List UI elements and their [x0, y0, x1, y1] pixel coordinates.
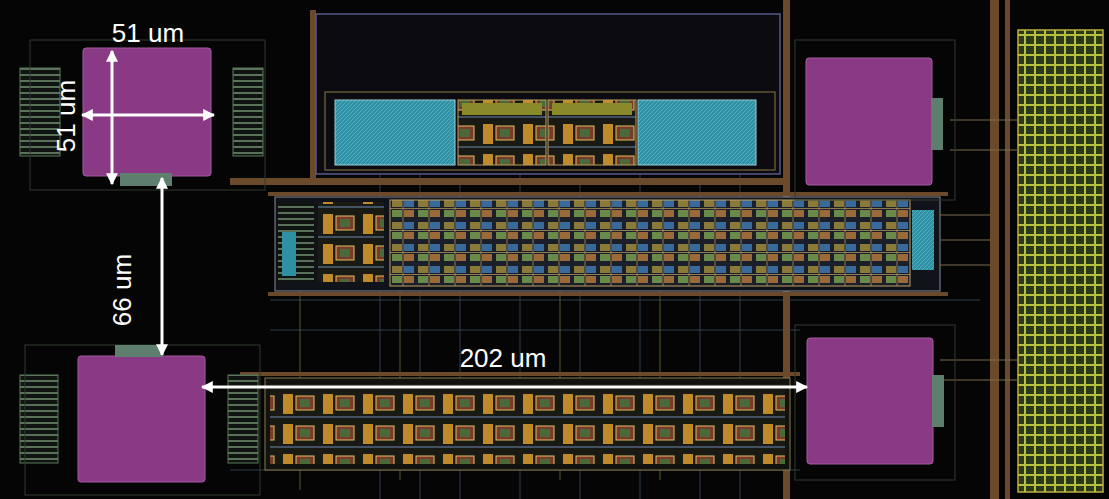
- dimension-label: 51 um: [112, 20, 184, 46]
- dimension-arrows: [82, 51, 807, 387]
- dimension-label: 202 um: [460, 345, 547, 371]
- dimension-label: 66 um: [109, 254, 135, 326]
- dimension-label: 51 um: [53, 80, 79, 152]
